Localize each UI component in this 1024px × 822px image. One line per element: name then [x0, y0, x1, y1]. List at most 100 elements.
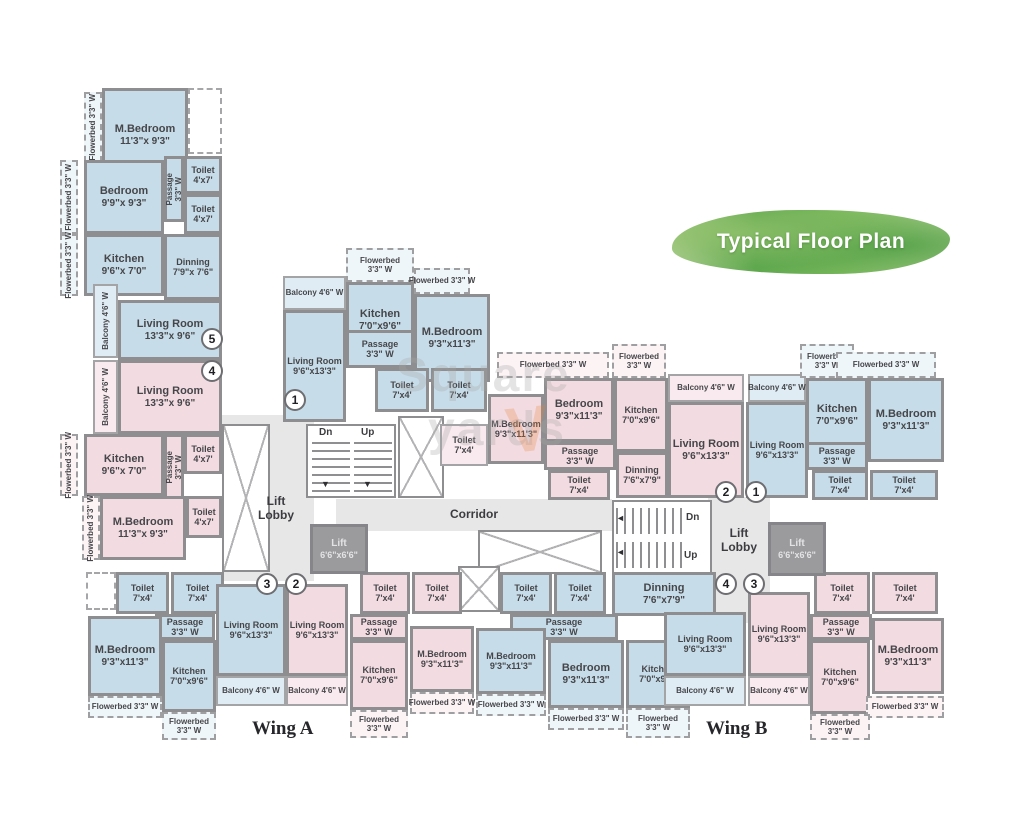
room-label: Flowerbed	[618, 351, 659, 361]
room-label: M.Bedroom	[112, 515, 174, 528]
room-label: Passage	[360, 616, 398, 627]
room-dimensions: 7'x4'	[454, 445, 474, 455]
flowerbed: Flowerbed 3'3" W	[866, 696, 944, 718]
room-label: Toilet	[830, 582, 854, 593]
room-dimensions: 9'9"x 9'3"	[101, 197, 147, 209]
room-label: Living Room	[223, 619, 279, 630]
stair-arrow-left-icon: ◄	[616, 547, 625, 557]
corridor	[336, 499, 612, 531]
room-dimensions: 7'x4'	[187, 593, 208, 603]
room-label: Toilet	[567, 474, 591, 485]
stair-flight	[354, 442, 392, 494]
open-area	[86, 572, 116, 610]
room-label: Toilet	[828, 474, 852, 485]
room-dimensions: 4'x7'	[194, 517, 214, 527]
room-dimensions: 7'0"x9'6"	[358, 320, 402, 332]
flowerbed: Flowerbed 3'3" W	[60, 160, 78, 234]
flat-number-1: 1	[284, 389, 306, 411]
lift-wing-b: Lift 6'6"x6'6"	[768, 522, 826, 576]
stair-flight	[616, 508, 682, 534]
flat-number-2: 2	[715, 481, 737, 503]
room-label: Passage	[818, 445, 856, 456]
duct-shaft	[398, 416, 444, 498]
lift-lobby-word-2: Lobby	[721, 540, 757, 555]
room-label: Passage	[164, 172, 174, 206]
room-label: Balcony 4'6" W	[676, 686, 734, 696]
room-dimensions: 3'3" W	[566, 456, 594, 466]
room-label: Flowerbed 3'3" W	[408, 698, 476, 708]
room-label: Bedroom	[99, 184, 149, 197]
room-label: Flowerbed	[168, 716, 209, 726]
room-dimensions: 4'x7'	[193, 214, 213, 224]
room-label: Bedroom	[561, 661, 611, 674]
flat-number-3: 3	[743, 573, 765, 595]
room-dimensions: 9'3"x11'3"	[494, 429, 538, 439]
room-label: Toilet	[185, 582, 210, 593]
flowerbed: Flowerbed 3'3" W	[409, 268, 475, 294]
room-label: Balcony 4'6" W	[100, 292, 110, 350]
lift-label: Lift	[331, 537, 347, 549]
room-label: Flowerbed	[806, 351, 847, 361]
room-dimensions: 9'6"x13'3"	[293, 366, 336, 376]
flowerbed: Flowerbed 3'3" W	[476, 694, 546, 716]
room-dimensions: 7'0"x9'6"	[170, 676, 208, 686]
flowerbed: Flowerbed 3'3" W	[548, 708, 624, 730]
flowerbed: Flowerbed 3'3" W	[60, 232, 78, 298]
room-label: Kitchen	[359, 307, 401, 320]
room-dimensions: 9'6"x13'3"	[229, 630, 273, 640]
room-label: Flowerbed 3'3" W	[86, 494, 96, 562]
room-label: Living Room	[751, 623, 807, 634]
flat-number-3: 3	[256, 573, 278, 595]
room-label: M.Bedroom	[417, 648, 467, 659]
room-label: M.Bedroom	[421, 325, 483, 338]
room-label: M.Bedroom	[491, 418, 541, 429]
flowerbed: Flowerbed 3'3" W	[84, 92, 102, 162]
balcony: Balcony 4'6" W	[283, 276, 346, 310]
room-dimensions: 3'3" W	[174, 454, 183, 480]
room-dimensions: 3'3" W	[366, 724, 392, 733]
room-label: M.Bedroom	[486, 650, 536, 661]
lift-label: Lift	[789, 537, 805, 549]
room-label: Flowerbed 3'3" W	[552, 714, 620, 724]
room-dimensions: 9'3"x11'3"	[884, 656, 932, 668]
flat-number-4: 4	[715, 573, 737, 595]
room-dimensions: 7'x4'	[392, 390, 412, 400]
room-label: Living Room	[677, 633, 733, 644]
stairs-dn-label: Dn	[319, 427, 333, 438]
balcony: Balcony 4'6" W	[748, 676, 810, 706]
room-label: Toilet	[390, 379, 414, 390]
room-dimensions: 11'3"x 9'3"	[120, 135, 170, 147]
room-label: Balcony 4'6" W	[222, 686, 280, 696]
room-dimensions: 7'6"x7'9"	[623, 475, 661, 485]
room-label: Toilet	[892, 474, 916, 485]
room-label: M.Bedroom	[114, 122, 176, 135]
room-dimensions: 9'3"x11'3"	[420, 659, 464, 669]
room-label: Balcony 4'6" W	[677, 383, 735, 393]
room-label: Flowerbed 3'3" W	[871, 702, 939, 712]
balcony: Balcony 4'6" W	[93, 284, 118, 358]
room-label: Kitchen	[103, 452, 145, 465]
room-dimensions: 4'x7'	[193, 454, 213, 464]
room-label: Flowerbed	[358, 714, 399, 724]
flowerbed: Flowerbed 3'3" W	[836, 352, 936, 378]
balcony: Balcony 4'6" W	[748, 374, 806, 402]
